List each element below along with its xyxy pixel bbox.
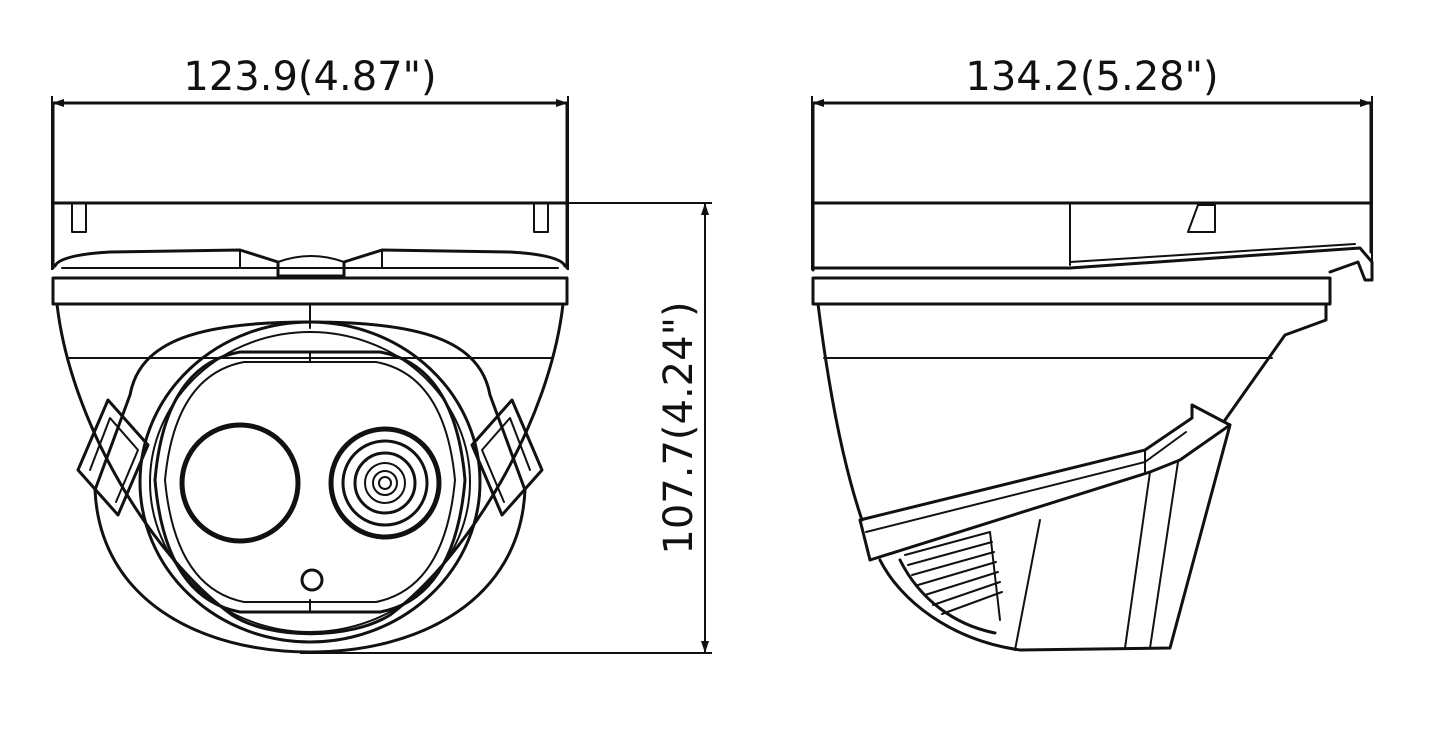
front-lens-housing: [93, 320, 527, 654]
side-ring: [811, 276, 1332, 306]
side-dome-housing: [816, 302, 1328, 522]
front-view: 123.9(4.87"): [51, 54, 569, 654]
front-width-label: 123.9(4.87"): [183, 54, 436, 100]
height-label: 107.7(4.24"): [656, 301, 702, 554]
front-hinge-arms: [76, 398, 544, 517]
front-thermal-lens: [179, 422, 301, 544]
side-width-dimension: 134.2(5.28"): [811, 54, 1373, 270]
front-width-dimension: 123.9(4.87"): [51, 54, 569, 270]
front-ring: [51, 276, 569, 306]
front-indicator-led: [300, 568, 324, 592]
side-view: 134.2(5.28"): [811, 54, 1374, 652]
side-lens-barrel: [858, 403, 1232, 652]
side-width-label: 134.2(5.28"): [965, 54, 1218, 100]
side-mount-base: [811, 101, 1374, 282]
height-dimension: 107.7(4.24"): [300, 202, 712, 654]
front-mount-base: [51, 101, 569, 278]
front-optical-lens: [328, 426, 442, 540]
